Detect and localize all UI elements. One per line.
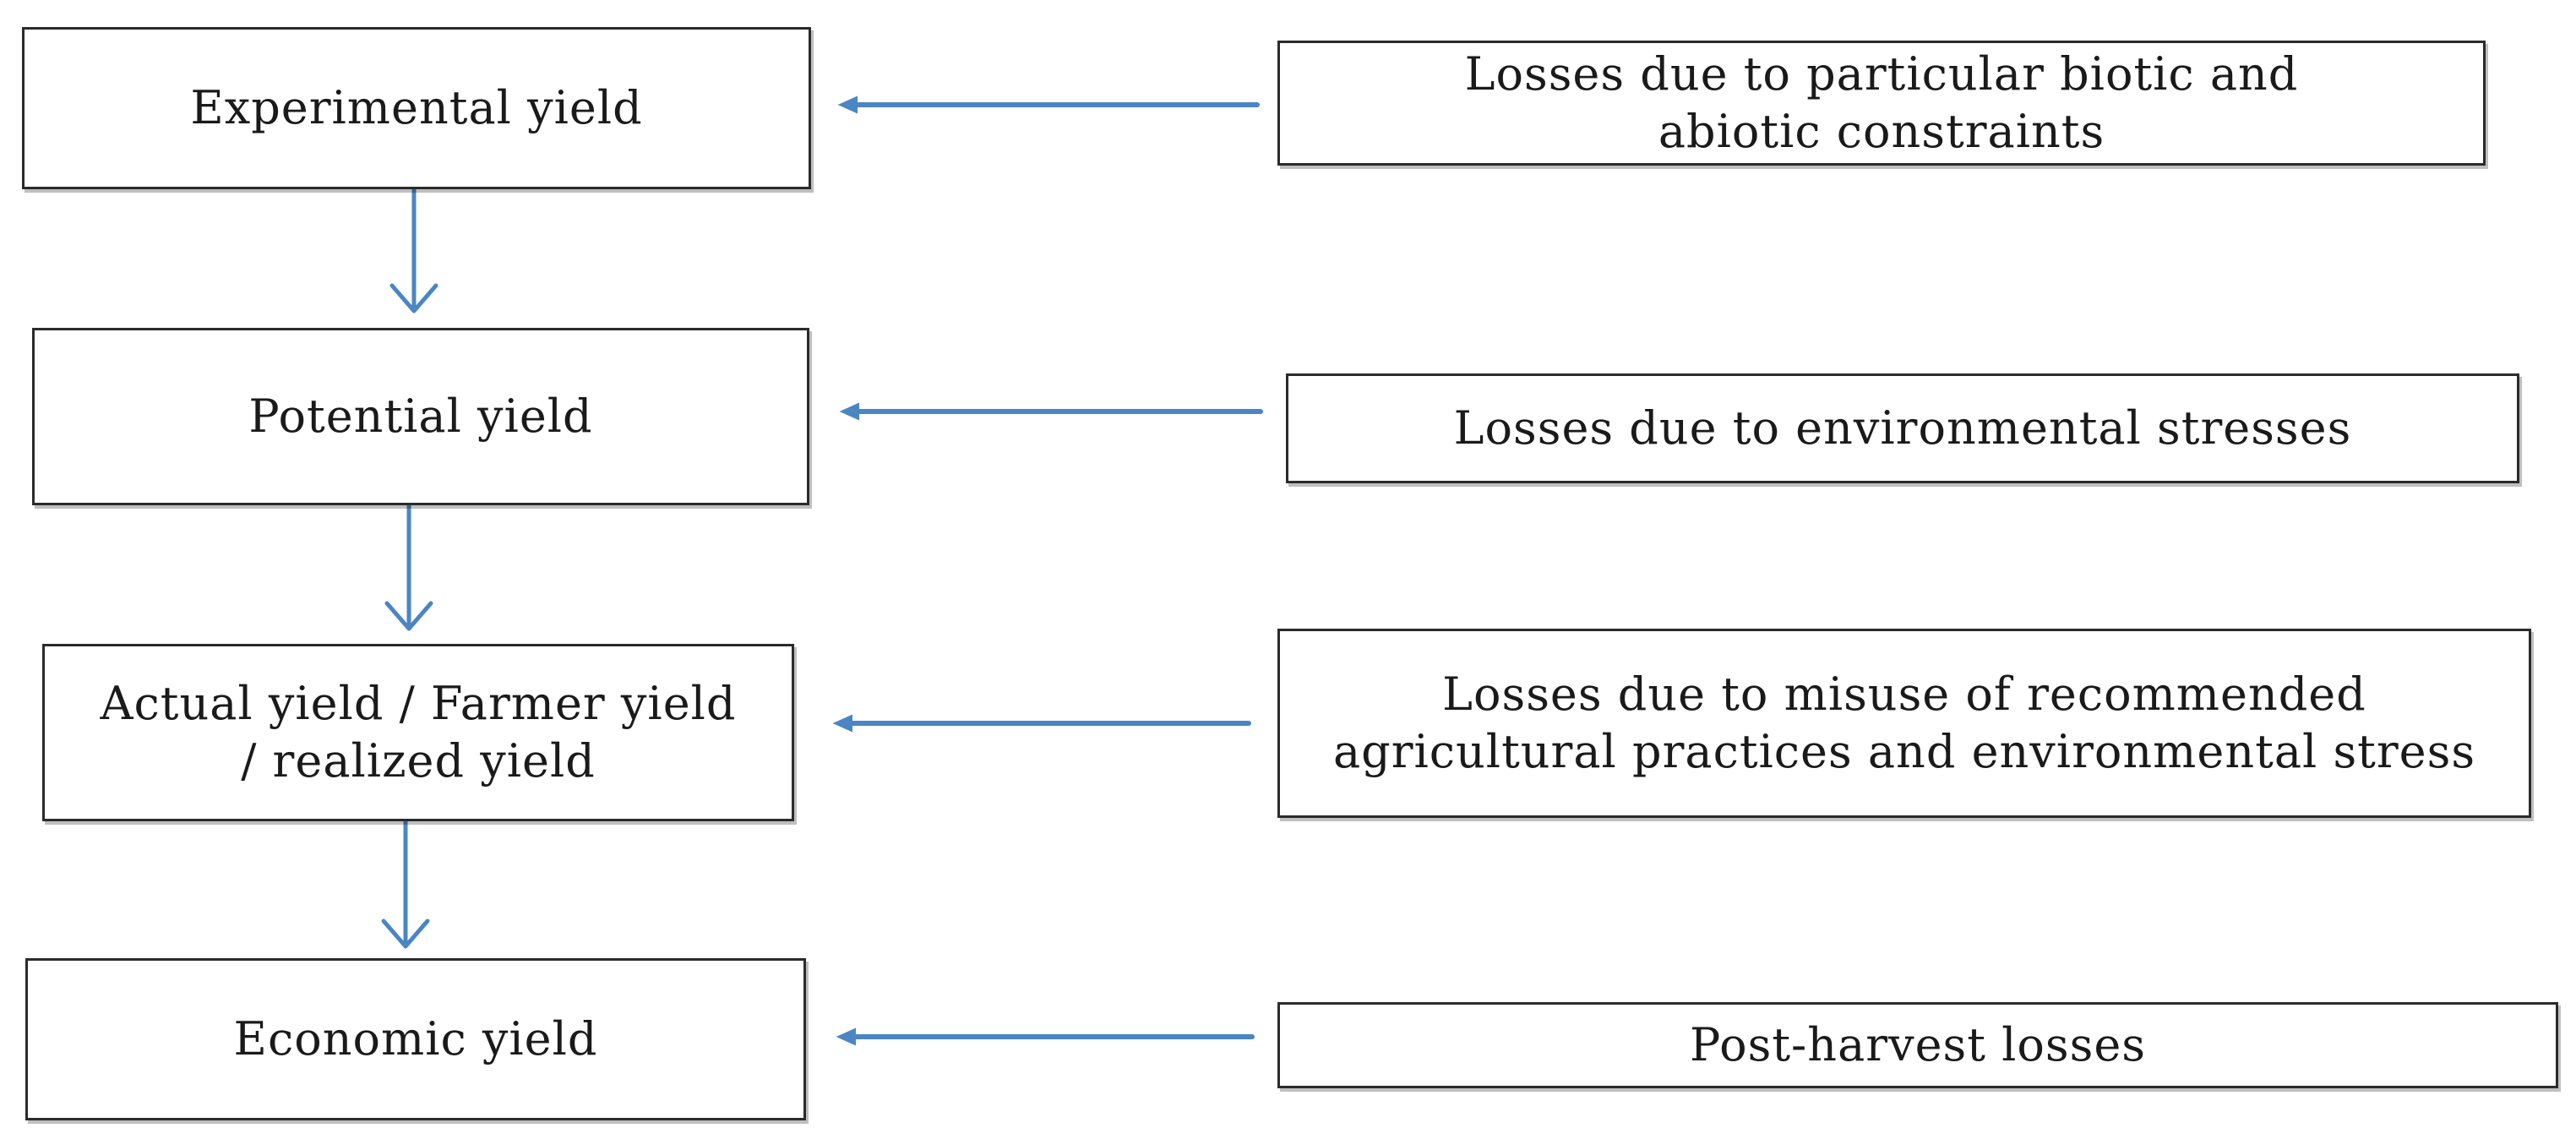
experimental-yield-box: Experimental yield (22, 27, 811, 189)
left-arrow-1 (837, 95, 1260, 114)
down-arrow-1 (389, 187, 438, 313)
post-harvest-losses-box: Post-harvest losses (1277, 1002, 2558, 1088)
practice-misuse-losses-box: Losses due to misuse of recommended agri… (1277, 629, 2531, 818)
left-arrow-2 (839, 402, 1263, 421)
biotic-abiotic-losses-label: Losses due to particular biotic and abio… (1464, 47, 2299, 158)
practice-misuse-losses-label: Losses due to misuse of recommended agri… (1332, 668, 2476, 778)
actual-yield-box: Actual yield / Farmer yield / realized y… (42, 644, 794, 821)
biotic-abiotic-losses-box: Losses due to particular biotic and abio… (1277, 41, 2486, 166)
experimental-yield-label: Experimental yield (190, 81, 643, 134)
post-harvest-losses-label: Post-harvest losses (1689, 1018, 2146, 1071)
left-arrow-4 (836, 1027, 1255, 1046)
economic-yield-box: Economic yield (25, 958, 806, 1120)
potential-yield-label: Potential yield (248, 390, 593, 443)
down-arrow-2 (384, 503, 433, 631)
economic-yield-label: Economic yield (233, 1012, 598, 1065)
potential-yield-box: Potential yield (32, 328, 809, 505)
actual-yield-label: Actual yield / Farmer yield / realized y… (100, 677, 737, 787)
down-arrow-3 (381, 819, 430, 949)
environmental-stress-losses-box: Losses due to environmental stresses (1286, 373, 2519, 483)
left-arrow-3 (832, 714, 1251, 733)
environmental-stress-losses-label: Losses due to environmental stresses (1453, 401, 2352, 455)
